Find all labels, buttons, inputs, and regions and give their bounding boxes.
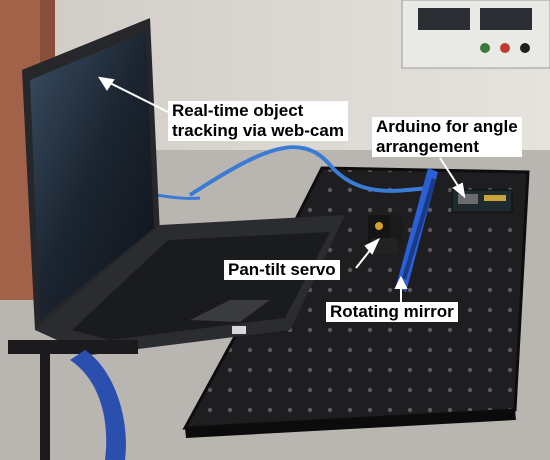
label-arduino-line2: arrangement: [376, 137, 479, 156]
laptop-touchpad: [190, 300, 270, 322]
label-arduino-line1: Arduino for angle: [376, 117, 518, 136]
laptop-stand: [8, 340, 138, 460]
laptop-keyboard: [72, 232, 330, 340]
servo-arrowhead: [364, 237, 381, 255]
label-real-time-tracking: Real-time object tracking via web-cam: [168, 101, 348, 141]
arduino-board: [451, 189, 513, 213]
laptop: [22, 18, 345, 355]
power-supply: [401, 0, 550, 69]
usb-cable: [188, 145, 431, 197]
label-mirror-text: Rotating mirror: [330, 302, 454, 321]
tracking-arrow: [103, 79, 169, 113]
mirror-arrowhead: [394, 275, 408, 289]
breadboard-front-edge: [185, 410, 516, 438]
pan-tilt-servo: [368, 215, 398, 254]
label-rotating-mirror: Rotating mirror: [326, 302, 458, 322]
arduino-arrowhead: [452, 182, 466, 199]
laptop-screen: [30, 32, 154, 320]
label-tracking-line1: Real-time object: [172, 101, 304, 120]
tracking-arrowhead: [97, 76, 115, 91]
label-arduino: Arduino for angle arrangement: [372, 117, 522, 157]
label-servo-text: Pan-tilt servo: [228, 260, 336, 279]
laptop-sticker: [232, 326, 246, 334]
label-pan-tilt-servo: Pan-tilt servo: [224, 260, 340, 280]
label-tracking-line2: tracking via web-cam: [172, 121, 344, 140]
annotation-arrows: [97, 76, 466, 302]
